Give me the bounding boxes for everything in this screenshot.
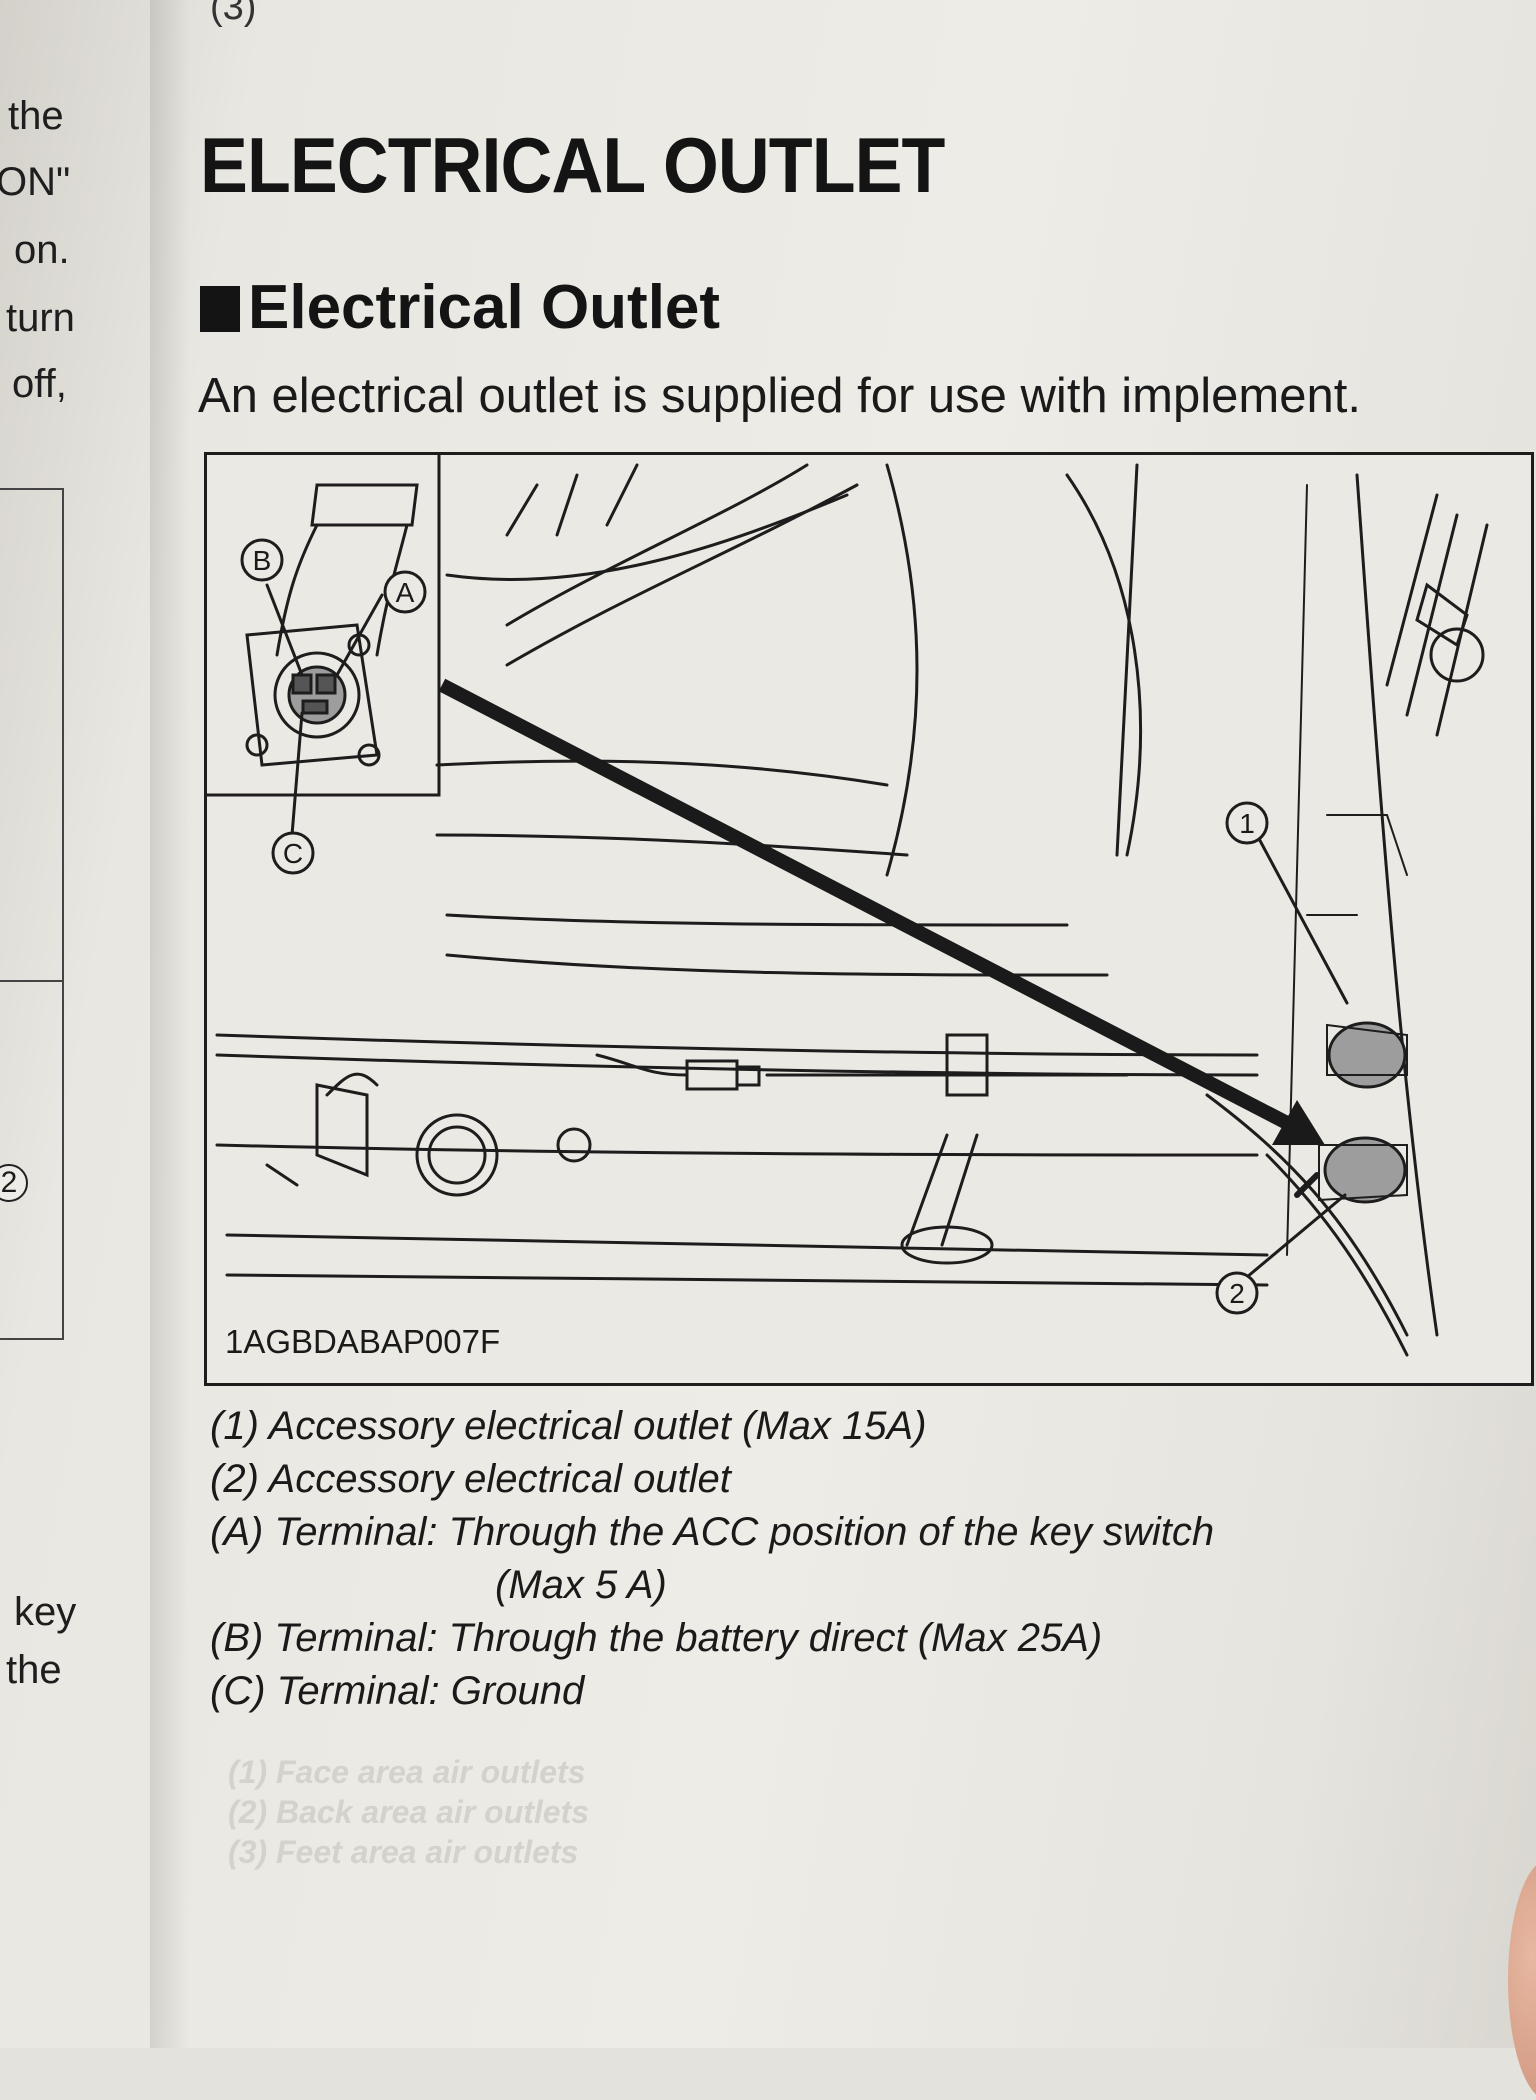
bleed-through-line: (3) Feet area air outlets: [228, 1834, 579, 1870]
legend-item: (B) Terminal: Through the battery direct…: [210, 1616, 1103, 1660]
facing-page-fragment: ON": [0, 160, 71, 204]
facing-page-fragment: off,: [12, 362, 67, 406]
facing-page-fragment: the: [8, 94, 64, 138]
callout-label-2: 2: [1229, 1278, 1245, 1309]
bleed-through-line: (1) Face area air outlets: [228, 1754, 586, 1790]
facing-page-callout: 2: [0, 1164, 28, 1202]
bleed-through-line: (2) Back area air outlets: [228, 1794, 590, 1830]
intro-text: An electrical outlet is supplied for use…: [198, 369, 1361, 423]
book-gutter-shadow: [150, 0, 190, 2048]
callout-label-c: C: [283, 838, 303, 869]
subheading-text: Electrical Outlet: [248, 273, 721, 342]
facing-page-fragment: on.: [14, 228, 70, 272]
facing-page-fragment: key: [14, 1590, 77, 1634]
facing-page-figure-frame: [0, 978, 64, 1340]
previous-section-fragment: (3): [210, 0, 257, 28]
legend-item-continuation: (Max 5 A): [495, 1563, 667, 1607]
section-title: ELECTRICAL OUTLET: [200, 121, 945, 209]
outlet-diagram: B A C 1 2 1AGBDABAP007F: [204, 452, 1534, 1386]
callout-label-1: 1: [1239, 808, 1255, 839]
legend-item: (2) Accessory electrical outlet: [210, 1457, 731, 1501]
thumb-holding-page: [1508, 1860, 1536, 2100]
figure-code: 1AGBDABAP007F: [225, 1323, 501, 1360]
subheading: Electrical Outlet: [200, 272, 720, 343]
callout-label-b: B: [253, 545, 272, 576]
callout-label-a: A: [396, 577, 415, 608]
legend-item: (C) Terminal: Ground: [210, 1669, 585, 1713]
legend-item: (A) Terminal: Through the ACC position o…: [210, 1510, 1215, 1554]
legend-item: (1) Accessory electrical outlet (Max 15A…: [210, 1404, 927, 1448]
square-bullet-icon: [200, 286, 240, 332]
facing-page-figure-frame: [0, 488, 64, 982]
bleed-through-text: (1) Face area air outlets (2) Back area …: [228, 1752, 589, 1872]
outlet-illustration: B A C 1 2: [207, 455, 1489, 1357]
facing-page-fragment: the: [6, 1648, 62, 1692]
figure-legend: (1) Accessory electrical outlet (Max 15A…: [210, 1400, 1214, 1718]
facing-page-fragment: turn: [6, 296, 75, 340]
facing-page-edge: the ON" on. turn off, 2 key the: [0, 0, 110, 2048]
